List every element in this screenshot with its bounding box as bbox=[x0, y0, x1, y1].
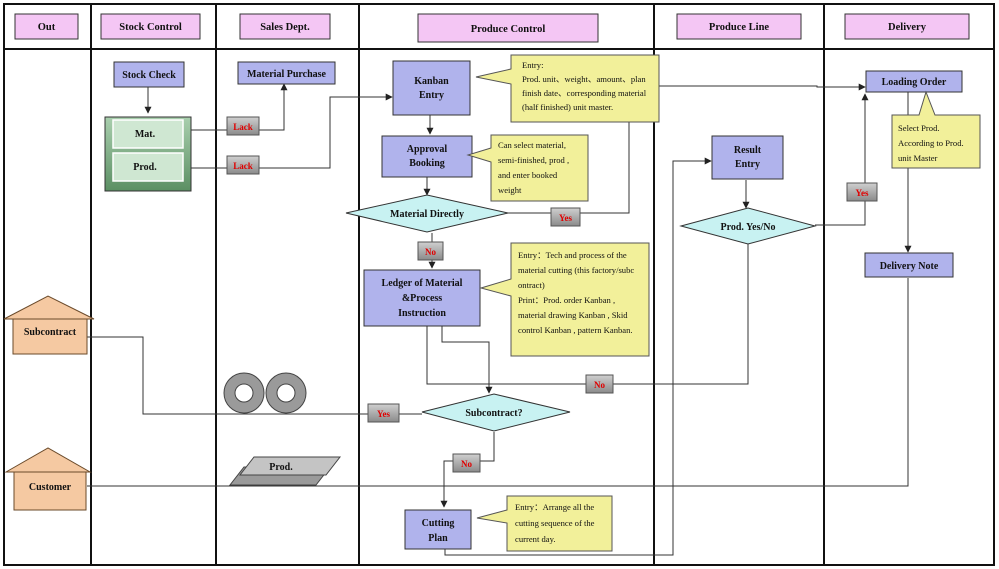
ledger-note-line5: material drawing Kanban , Skid bbox=[518, 310, 628, 320]
cutting-note-line2: cutting sequence of the bbox=[515, 518, 595, 528]
lane-title-produce-line: Produce Line bbox=[709, 22, 770, 33]
subcontract-house: Subcontract bbox=[3, 295, 95, 355]
lane-header-delivery: Delivery bbox=[844, 13, 970, 40]
lane-header-produce-line: Produce Line bbox=[676, 13, 802, 40]
lane-title-delivery: Delivery bbox=[888, 22, 927, 33]
delivery-note-label: Delivery Note bbox=[880, 261, 939, 272]
ledger-note-line1: Entry：Tech and process of the bbox=[518, 250, 627, 260]
material-purchase-box: Material Purchase bbox=[237, 61, 336, 85]
approval-booking-line2: Booking bbox=[409, 158, 445, 169]
kanban-note-line1: Entry: bbox=[522, 60, 543, 70]
approval-booking-box: Approval Booking bbox=[381, 135, 473, 178]
cutting-plan-line2: Plan bbox=[428, 533, 448, 544]
cutting-note-line1: Entry：Arrange all the bbox=[515, 502, 594, 512]
kanban-entry-box: Kanban Entry bbox=[392, 60, 471, 116]
subcontract-label: Subcontract bbox=[24, 327, 77, 338]
loading-order-box: Loading Order bbox=[865, 70, 963, 93]
ledger-note-line6: control Kanban , pattern Kanban. bbox=[518, 325, 633, 335]
stock-check-label: Stock Check bbox=[122, 70, 176, 81]
cutting-note-line3: current day. bbox=[515, 534, 555, 544]
svg-text:No: No bbox=[461, 459, 472, 469]
no-label-prod: No bbox=[585, 374, 614, 394]
kanban-note-line3: finish date、corresponding material bbox=[522, 88, 647, 98]
customer-label: Customer bbox=[29, 482, 72, 493]
approval-note-callout: Can select material, semi-finished, prod… bbox=[466, 134, 589, 202]
svg-text:Lack: Lack bbox=[233, 122, 253, 132]
result-entry-line1: Result bbox=[734, 145, 762, 156]
approval-note-line3: and enter booked bbox=[498, 170, 558, 180]
svg-text:No: No bbox=[425, 247, 436, 257]
stock-group: Mat. Prod. bbox=[104, 116, 192, 192]
material-purchase-label: Material Purchase bbox=[247, 69, 327, 80]
loading-note-line1: Select Prod. bbox=[898, 123, 940, 133]
ledger-note-line4: Print：Prod. order Kanban , bbox=[518, 295, 615, 305]
kanban-note-callout: Entry: Prod. unit、weight、amount、plan fin… bbox=[475, 54, 660, 123]
svg-text:Yes: Yes bbox=[559, 213, 572, 223]
ledger-note-line2: material cutting (this factory/subc bbox=[518, 265, 634, 275]
svg-text:Yes: Yes bbox=[377, 409, 390, 419]
no-label-subcontract: No bbox=[452, 453, 481, 473]
prod-parallelogram-label: Prod. bbox=[269, 462, 293, 473]
cutting-plan-box: Cutting Plan bbox=[404, 509, 472, 550]
no-label-material: No bbox=[417, 241, 444, 261]
lane-header-stock-control: Stock Control bbox=[100, 13, 201, 40]
material-directly-label: Material Directly bbox=[390, 209, 464, 220]
ledger-line2: &Process bbox=[402, 293, 442, 304]
loading-note-callout: Select Prod. According to Prod. unit Mas… bbox=[891, 90, 981, 169]
lane-title-sales-dept: Sales Dept. bbox=[260, 22, 310, 33]
loading-note-line2: According to Prod. bbox=[898, 138, 964, 148]
lane-header-out: Out bbox=[14, 13, 79, 40]
lack-label-2: Lack bbox=[226, 155, 260, 175]
prod-label: Prod. bbox=[133, 162, 157, 173]
ledger-note-line3: ontract) bbox=[518, 280, 545, 290]
subcontract-diamond: Subcontract? bbox=[421, 393, 571, 432]
prod-yes-no-label: Prod. Yes/No bbox=[721, 222, 776, 233]
approval-note-line4: weight bbox=[498, 185, 522, 195]
kanban-entry-line2: Entry bbox=[419, 90, 444, 101]
svg-text:Lack: Lack bbox=[233, 161, 253, 171]
prod-yes-no-diamond: Prod. Yes/No bbox=[679, 207, 817, 245]
lane-title-produce-control: Produce Control bbox=[471, 24, 546, 35]
loading-order-label: Loading Order bbox=[882, 77, 947, 88]
loading-note-line3: unit Master bbox=[898, 153, 938, 163]
ledger-line1: Ledger of Material bbox=[382, 278, 463, 289]
subcontract-question-label: Subcontract? bbox=[465, 408, 522, 419]
yes-label-delivery: Yes bbox=[846, 182, 878, 202]
result-entry-box: Result Entry bbox=[711, 135, 784, 180]
coil-icon bbox=[223, 372, 307, 414]
lane-header-sales-dept: Sales Dept. bbox=[239, 13, 331, 40]
svg-text:No: No bbox=[594, 380, 605, 390]
yes-label-subcontract: Yes bbox=[367, 403, 400, 423]
yes-label-material: Yes bbox=[550, 207, 581, 227]
lane-title-stock-control: Stock Control bbox=[119, 22, 182, 33]
lane-title-out: Out bbox=[38, 22, 56, 33]
material-directly-diamond: Material Directly bbox=[345, 194, 509, 233]
approval-note-line1: Can select material, bbox=[498, 140, 566, 150]
prod-parallelogram: Prod. bbox=[228, 456, 342, 486]
ledger-box: Ledger of Material &Process Instruction bbox=[363, 269, 481, 327]
customer-house: Customer bbox=[4, 447, 92, 511]
kanban-note-line2: Prod. unit、weight、amount、plan bbox=[522, 74, 646, 84]
result-entry-line2: Entry bbox=[735, 159, 760, 170]
approval-booking-line1: Approval bbox=[407, 144, 448, 155]
cutting-plan-line1: Cutting bbox=[422, 518, 455, 529]
svg-text:Yes: Yes bbox=[856, 188, 869, 198]
mat-label: Mat. bbox=[135, 129, 156, 140]
lack-label-1: Lack bbox=[226, 116, 260, 136]
kanban-entry-line1: Kanban bbox=[414, 76, 449, 87]
ledger-line3: Instruction bbox=[398, 308, 446, 319]
kanban-note-line4: (half finished) unit master. bbox=[522, 102, 613, 112]
stock-check-box: Stock Check bbox=[113, 61, 185, 88]
lane-header-produce-control: Produce Control bbox=[417, 13, 599, 43]
delivery-note-box: Delivery Note bbox=[864, 252, 954, 278]
ledger-note-callout: Entry：Tech and process of the material c… bbox=[479, 242, 650, 357]
cutting-note-callout: Entry：Arrange all the cutting sequence o… bbox=[476, 495, 613, 552]
approval-note-line2: semi-finished, prod , bbox=[498, 155, 569, 165]
